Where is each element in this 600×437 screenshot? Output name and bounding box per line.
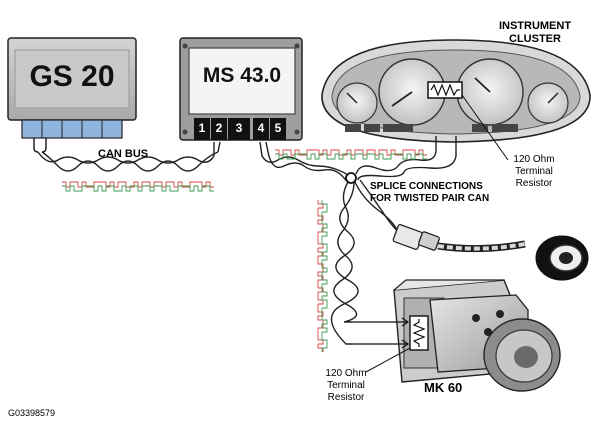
mk60-module: [393, 279, 561, 392]
mk60-resistor-leader: [365, 347, 411, 373]
can-signal-strip-right-can-high: [275, 149, 427, 156]
mk60-label: MK 60: [424, 380, 463, 395]
ms43-connector: [194, 118, 286, 140]
sensor-connector: [392, 224, 589, 281]
ms43-pin-1: 1: [198, 121, 206, 135]
can-signal-strip-left-can-high: [62, 181, 214, 188]
ms43-pin-5: 5: [274, 121, 282, 135]
gs20-pins: [33, 138, 47, 153]
instrument-cluster: [321, 39, 591, 143]
signal-waveforms: [62, 149, 427, 352]
cluster-label-line1: INSTRUMENT: [498, 20, 572, 32]
can-signal-strip-right-can-low: [275, 153, 427, 160]
can-signal-strip-left: [62, 181, 214, 192]
ms43-label: MS 43.0: [202, 64, 282, 87]
mk60-input-arrows: [352, 317, 410, 349]
mk60-resistor-label-line3: Resistor: [327, 392, 365, 403]
mk60-resistor-label-line2: Terminal: [327, 380, 365, 391]
splice-label-line2: FOR TWISTED PAIR CAN: [370, 193, 490, 204]
gs20-module: [7, 37, 137, 139]
cluster-resistor-label-line1: 120 Ohm: [513, 154, 555, 165]
can-signal-strip-left-can-low: [62, 185, 214, 192]
can-signal-strip-vertical-can-high: [317, 200, 324, 352]
figure-id: G03398579: [8, 408, 56, 418]
ms43-pin-3: 3: [235, 121, 243, 135]
twisted-pair-can-wires: [37, 136, 457, 345]
splice-label-line1: SPLICE CONNECTIONS: [370, 181, 483, 192]
cluster-resistor-leader: [461, 94, 509, 161]
cluster-resistor-label-line3: Resistor: [515, 178, 553, 189]
splice-point: [345, 172, 357, 184]
cluster-label-line2: CLUSTER: [509, 33, 561, 45]
ms43-pin-4: 4: [257, 121, 265, 135]
mk60-resistor-label-line1: 120 Ohm: [325, 368, 367, 379]
ms43-pin-2: 2: [215, 121, 223, 135]
can-signal-strip-right: [275, 149, 427, 160]
can-signal-strip-vertical: [317, 200, 328, 352]
can-signal-strip-vertical-can-low: [321, 200, 328, 352]
gs20-connector: [21, 119, 123, 139]
cluster-terminal-resistor: [427, 81, 463, 99]
ms43-module: [179, 37, 303, 141]
mk60-terminal-resistor: [409, 315, 429, 351]
gs20-label: GS 20: [29, 60, 115, 93]
cluster-resistor-label-line2: Terminal: [515, 166, 553, 177]
can-bus-label: CAN BUS: [98, 148, 149, 160]
